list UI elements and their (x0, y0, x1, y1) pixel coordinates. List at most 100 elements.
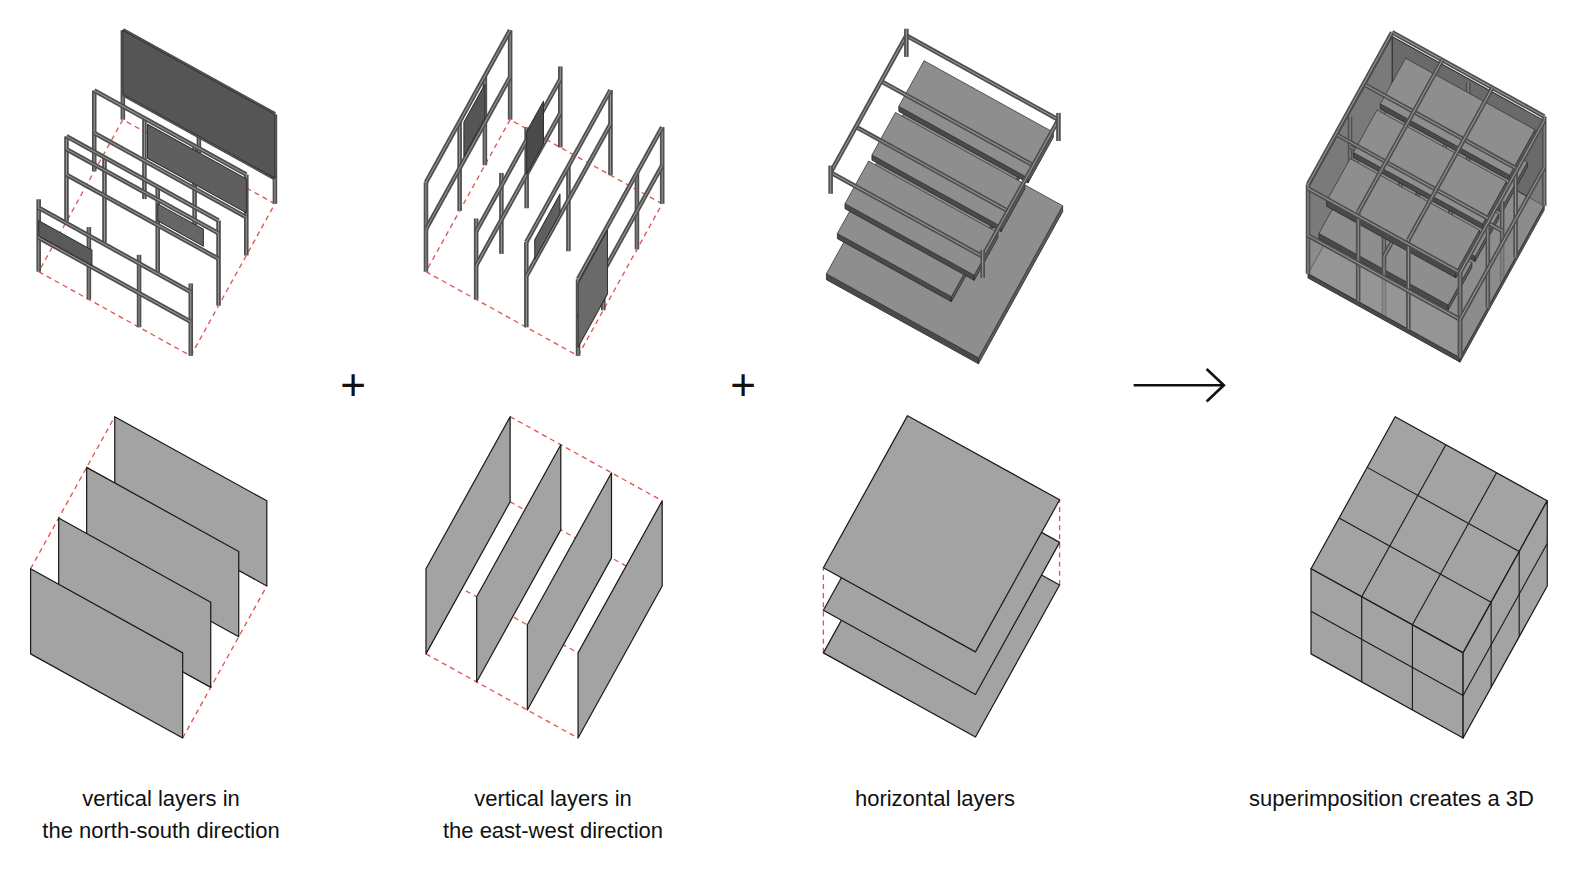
floor-slab (845, 161, 998, 275)
frame-member (508, 30, 513, 119)
wall-panel (578, 230, 607, 347)
grid-line (1362, 445, 1446, 597)
frame-member (476, 79, 560, 231)
frame-highlight (1307, 184, 1308, 273)
frame-highlight (982, 250, 983, 278)
frame-member (426, 30, 510, 182)
frame-member (1408, 88, 1492, 240)
vertical-plane (578, 501, 662, 738)
frame-highlight (66, 149, 218, 233)
frame-highlight (526, 90, 610, 242)
ew-layer-model (426, 30, 662, 356)
frame-highlight (1308, 32, 1392, 184)
frame-highlight (1408, 88, 1492, 240)
wall-panel (158, 204, 204, 246)
frame-member (1356, 212, 1361, 301)
wall-panel (464, 84, 485, 156)
arrow-head (1207, 369, 1224, 401)
glass-panel (1308, 235, 1460, 357)
frame-member (1308, 189, 1460, 273)
frame-highlight (1364, 84, 1516, 168)
frame-highlight (983, 120, 1059, 257)
frame-member (904, 29, 909, 57)
frame-highlight (476, 113, 560, 265)
frame-member (1406, 240, 1411, 329)
frame-member (1308, 32, 1392, 184)
cube-face (1463, 501, 1547, 738)
frame-highlight (1358, 60, 1442, 212)
result-arrow (1134, 369, 1224, 401)
horizontal-layer-scheme (823, 416, 1059, 737)
arrow-shaft (1134, 384, 1223, 387)
frame-highlight (906, 36, 1058, 120)
panel-caption: vertical layers in the east-west directi… (392, 783, 714, 847)
frame-member (566, 166, 571, 251)
frame-highlight (426, 77, 510, 229)
frame-member (578, 127, 662, 279)
grid-line (1412, 473, 1496, 625)
frame-member (980, 250, 985, 278)
frame-member (828, 166, 833, 194)
frame-member (1392, 32, 1544, 116)
frame-member (1056, 113, 1061, 141)
frame-member (476, 113, 560, 265)
frame-member (831, 36, 907, 173)
grid-line (1367, 467, 1519, 551)
superimposed-model (1308, 32, 1544, 362)
frame-highlight (94, 90, 95, 171)
vertical-plane (31, 569, 183, 738)
plus-sign: + (333, 360, 373, 410)
frame-highlight (1408, 240, 1409, 329)
grid-line (1311, 611, 1463, 695)
floor-slab (1327, 159, 1480, 273)
frame-highlight (1308, 189, 1460, 273)
frame-member (92, 90, 97, 171)
cube-face (1311, 569, 1463, 738)
frame-highlight (526, 242, 527, 327)
frame-member (1364, 84, 1516, 168)
frame-highlight (1544, 116, 1545, 205)
frame-highlight (578, 127, 662, 279)
frame-highlight (1392, 32, 1544, 116)
grid-cube-scheme (1311, 417, 1547, 738)
panel-caption: superimposition creates a 3D (1249, 783, 1587, 815)
horizontal-plane (823, 416, 1059, 652)
wall-panel (39, 221, 92, 266)
frame-highlight (1460, 167, 1544, 319)
frame-highlight (39, 208, 191, 292)
frame-highlight (568, 166, 569, 251)
frame-highlight (66, 136, 218, 220)
frame-member (66, 149, 218, 233)
frame-highlight (1058, 113, 1059, 141)
frame-member (1542, 116, 1547, 205)
frame-highlight (426, 30, 510, 182)
frame-member (39, 208, 191, 292)
frame-member (608, 90, 613, 175)
frame-highlight (1487, 218, 1488, 307)
frame-member (1336, 134, 1488, 218)
grid-line (1463, 543, 1547, 695)
frame-highlight (1308, 235, 1460, 319)
dashed-outline (510, 417, 662, 501)
frame-highlight (830, 166, 831, 194)
frame-highlight (510, 30, 511, 119)
panel-caption: horizontal layers (774, 783, 1096, 815)
dashed-outline (39, 272, 191, 356)
wall-panel (535, 194, 560, 259)
dashed-outline (426, 654, 578, 738)
ns-layer-model (39, 30, 275, 356)
panel-caption: vertical layers in the north-south direc… (0, 783, 322, 847)
frame-highlight (906, 29, 907, 57)
frame-member (524, 242, 529, 327)
frame-highlight (610, 90, 611, 175)
frame-member (906, 36, 1058, 120)
frame-member (983, 120, 1059, 257)
horizontal-layer-model (826, 29, 1062, 364)
frame-highlight (1336, 134, 1488, 218)
grid-line (1339, 518, 1491, 602)
frame-member (1306, 184, 1311, 273)
plus-sign: + (723, 360, 763, 410)
frame-member (426, 77, 510, 229)
frame-highlight (831, 36, 907, 173)
